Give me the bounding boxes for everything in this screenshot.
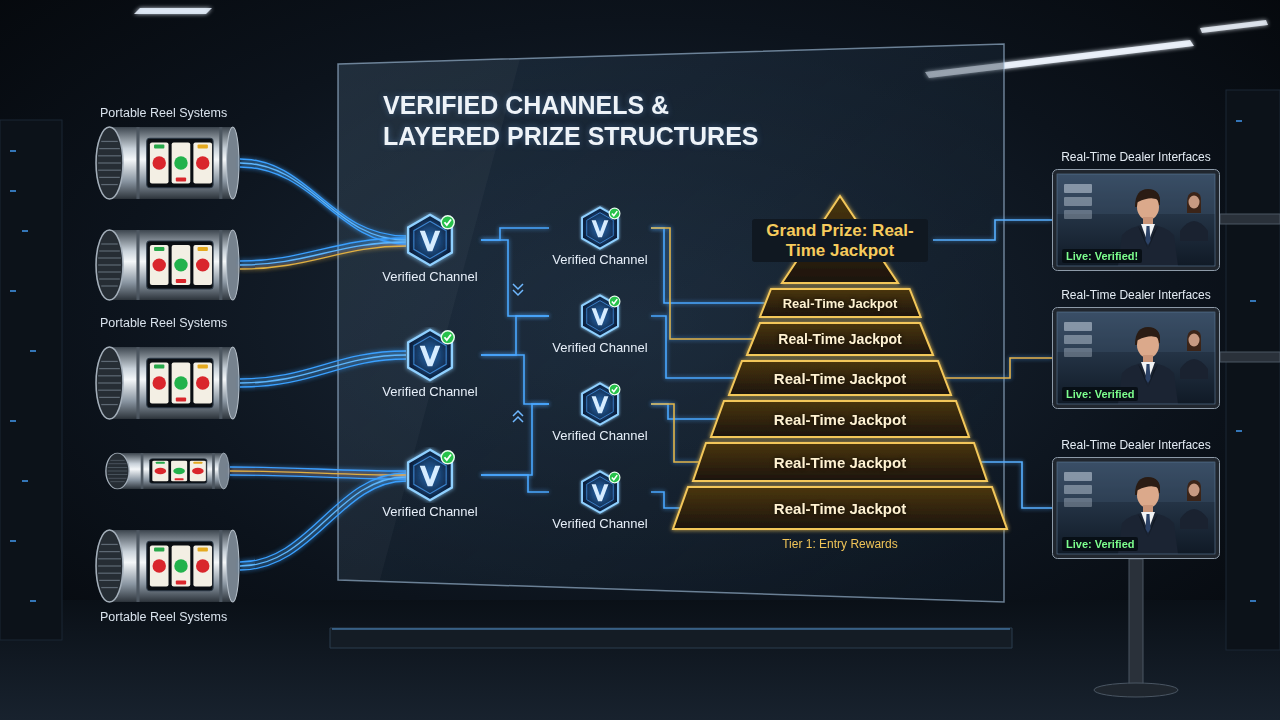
channel-icon (577, 381, 623, 427)
channel-label: Verified Channel (552, 516, 647, 532)
monitor-screen: Live: Verified (1052, 307, 1220, 409)
channel-icon (402, 212, 458, 268)
prize-tier: Real-Time Jackpot (728, 360, 952, 396)
connector (481, 355, 549, 404)
channel-icon (577, 293, 623, 339)
prize-tier: Real-Time Jackpot (710, 400, 970, 438)
connector (481, 228, 549, 240)
tier-caption: Tier 1: Entry Rewards (782, 537, 898, 551)
connector (651, 228, 765, 303)
channel-label: Verified Channel (382, 269, 477, 285)
tier-band (760, 289, 921, 317)
title-box: VERIFIED CHANNELS & LAYERED PRIZE STRUCT… (383, 90, 783, 153)
channel-icon (408, 215, 454, 265)
channel-icon (408, 450, 454, 500)
label-box: Portable Reel Systems (100, 106, 227, 121)
monitor-heading: Real-Time Dealer Interfaces (1061, 438, 1211, 453)
tier-band (693, 443, 987, 481)
tier-label: Real-Time Jackpot (774, 370, 906, 387)
connector (481, 475, 549, 492)
channel-icon (582, 383, 620, 424)
live-status: Live: Verified (1062, 387, 1138, 401)
channel-label: Verified Channel (552, 428, 647, 444)
diagram-title: VERIFIED CHANNELS & LAYERED PRIZE STRUCT… (383, 90, 783, 153)
tier-band (747, 323, 933, 355)
channel-icon (582, 207, 620, 248)
connector (481, 316, 549, 355)
reel-group-label: Portable Reel Systems (100, 106, 227, 121)
verified-channel: Verified Channel (549, 381, 651, 444)
grand-prize-label: Grand Prize: Real-Time Jackpot (752, 219, 928, 262)
connector (651, 404, 699, 462)
channel-icon (582, 295, 620, 336)
monitor-heading: Real-Time Dealer Interfaces (1061, 150, 1211, 165)
reel-group-label: Portable Reel Systems (100, 610, 227, 625)
channel-label: Verified Channel (382, 384, 477, 400)
verified-channel: Verified Channel (379, 447, 481, 520)
grand-prize-apex: Grand Prize: Real-Time Jackpot (747, 195, 933, 284)
connector (945, 358, 1052, 378)
live-status: Live: Verified (1062, 537, 1138, 551)
label-box: Portable Reel Systems (100, 610, 227, 625)
verified-channel: Verified Channel (379, 327, 481, 400)
dealer-monitor: Real-Time Dealer InterfacesLive: Verifie… (1052, 150, 1220, 271)
connector (933, 220, 1052, 240)
dealer-monitor: Real-Time Dealer InterfacesLive: Verifie… (1052, 288, 1220, 409)
live-status: Live: Verified! (1062, 249, 1142, 263)
channel-label: Verified Channel (552, 340, 647, 356)
channel-icon (577, 205, 623, 251)
tier-band (673, 487, 1007, 529)
dealer-screen (1053, 170, 1220, 271)
connector (651, 404, 717, 419)
glass-panel (330, 44, 1012, 648)
dealer-monitor: Real-Time Dealer InterfacesLive: Verifie… (1052, 438, 1220, 559)
verified-channel: Verified Channel (549, 205, 651, 268)
channel-label: Verified Channel (552, 252, 647, 268)
prize-tier: Real-Time Jackpot (692, 442, 988, 482)
tier-label: Real-Time Jackpot (774, 454, 906, 471)
channel-icon (582, 471, 620, 512)
tier-band (729, 361, 951, 395)
channel-icon (402, 327, 458, 383)
portable-reel (96, 127, 239, 602)
data-wire (230, 159, 406, 570)
tier-band (711, 401, 969, 437)
connector (481, 240, 549, 316)
verified-channel: Verified Channel (549, 469, 651, 532)
verified-channel: Verified Channel (379, 212, 481, 285)
dealer-screen (1053, 308, 1220, 409)
monitor-screen: Live: Verified! (1052, 169, 1220, 271)
reel-group-label: Portable Reel Systems (100, 316, 227, 331)
monitor-heading: Real-Time Dealer Interfaces (1061, 288, 1211, 303)
label-box: Portable Reel Systems (100, 316, 227, 331)
label-box: Tier 1: Entry Rewards (782, 537, 898, 551)
channel-icon (408, 330, 454, 380)
tier-label: Real-Time Jackpot (774, 411, 906, 428)
monitor-mount (1094, 214, 1280, 697)
prize-tier: Real-Time Jackpot (759, 288, 922, 318)
connector (651, 492, 680, 508)
tier-label: Real-Time Jackpot (778, 331, 901, 347)
flow-chevron (513, 284, 523, 422)
monitor-screen: Live: Verified (1052, 457, 1220, 559)
connector-group (481, 220, 1052, 508)
verified-channel: Verified Channel (549, 293, 651, 356)
tier-label: Real-Time Jackpot (774, 500, 906, 517)
channel-label: Verified Channel (382, 504, 477, 520)
prize-tier: Real-Time Jackpot (746, 322, 934, 356)
connector (651, 316, 735, 378)
tier-label: Real-Time Jackpot (783, 296, 898, 311)
dealer-screen (1053, 458, 1220, 559)
connector (481, 404, 549, 475)
prize-tier: Real-Time Jackpot (672, 486, 1008, 530)
channel-icon (402, 447, 458, 503)
channel-icon (577, 469, 623, 515)
floor (0, 600, 1280, 720)
